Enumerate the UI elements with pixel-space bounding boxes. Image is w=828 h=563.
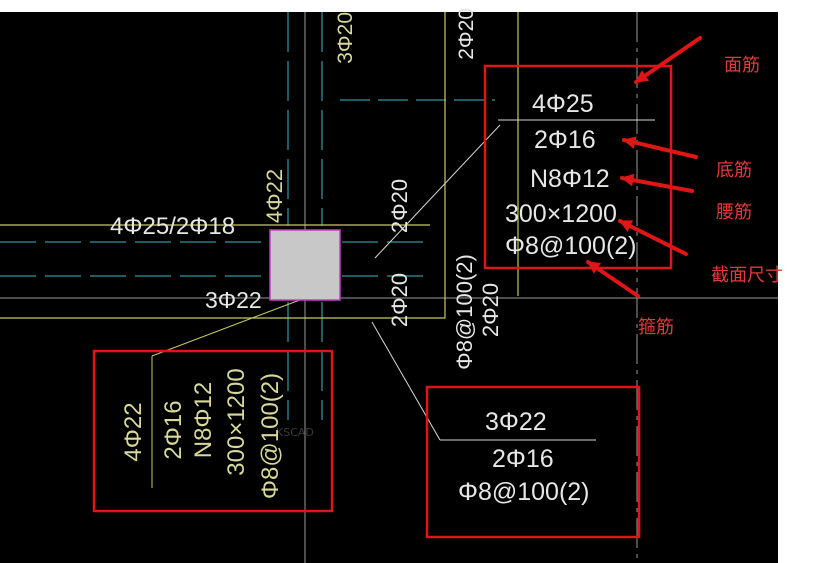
leader-left [151, 297, 306, 357]
tr-stirrup: Φ8@100(2) [505, 232, 637, 260]
label-vertical-4phi22: 4Φ22 [262, 169, 287, 223]
arrow-stirrup [586, 260, 640, 298]
bottom-stirrup: Φ8@100(2) [458, 478, 590, 506]
annotation-top-bar: 面筋 [724, 55, 760, 76]
tr-side-bars: N8Φ12 [530, 165, 610, 193]
label-horizontal-bottom: 3Φ22 [205, 287, 262, 313]
arrow-section [618, 219, 688, 256]
label-arc-stirrup: Φ8@100(2) [452, 254, 477, 370]
annotation-arrows [586, 36, 702, 298]
left-section: 300×1200 [223, 368, 250, 475]
annotation-bottom-bar: 底筋 [716, 160, 752, 181]
callout-bottom [425, 385, 641, 539]
left-bottom-bars: 2Φ16 [160, 400, 187, 459]
label-horizontal-top: 4Φ25/2Φ18 [110, 213, 235, 240]
tr-top-bars: 4Φ25 [532, 90, 594, 118]
annotation-side-bar: 腰筋 [716, 202, 752, 223]
left-top-bars: 4Φ22 [120, 402, 147, 461]
bottom-top-bars: 3Φ22 [485, 408, 547, 436]
annotation-section-size: 截面尺寸 [711, 265, 783, 286]
label-2phi20-lower: 2Φ20 [387, 273, 412, 327]
left-stirrup: Φ8@100(2) [257, 373, 284, 499]
beam-outlines [0, 12, 519, 488]
rebar-lines [0, 12, 495, 420]
leader-lines [371, 119, 655, 441]
callout-top-right [483, 64, 673, 270]
tr-bottom-bars: 2Φ16 [534, 126, 596, 154]
column [269, 229, 341, 301]
arrow-bottom-bar [622, 136, 698, 159]
leader-top-right [374, 124, 501, 259]
label-2phi20-top: 2Φ20 [455, 8, 478, 60]
watermark: KSCAD [276, 426, 314, 439]
beam-edge-right [0, 12, 446, 319]
left-side-bars: N8Φ12 [190, 382, 217, 459]
label-arc-2phi20: 2Φ20 [478, 283, 503, 337]
leader-bottom [371, 321, 441, 441]
callout-left [92, 349, 334, 513]
arrow-top-bar [634, 36, 702, 84]
label-2phi20-upper: 2Φ20 [387, 179, 412, 233]
tr-section: 300×1200 [505, 200, 617, 228]
arrow-side-bar [620, 173, 694, 193]
annotation-stirrup: 箍筋 [638, 317, 674, 338]
cad-background [0, 12, 778, 563]
bottom-bottom-bars: 2Φ16 [492, 445, 554, 473]
label-3phi20-top: 3Φ20 [334, 12, 357, 64]
